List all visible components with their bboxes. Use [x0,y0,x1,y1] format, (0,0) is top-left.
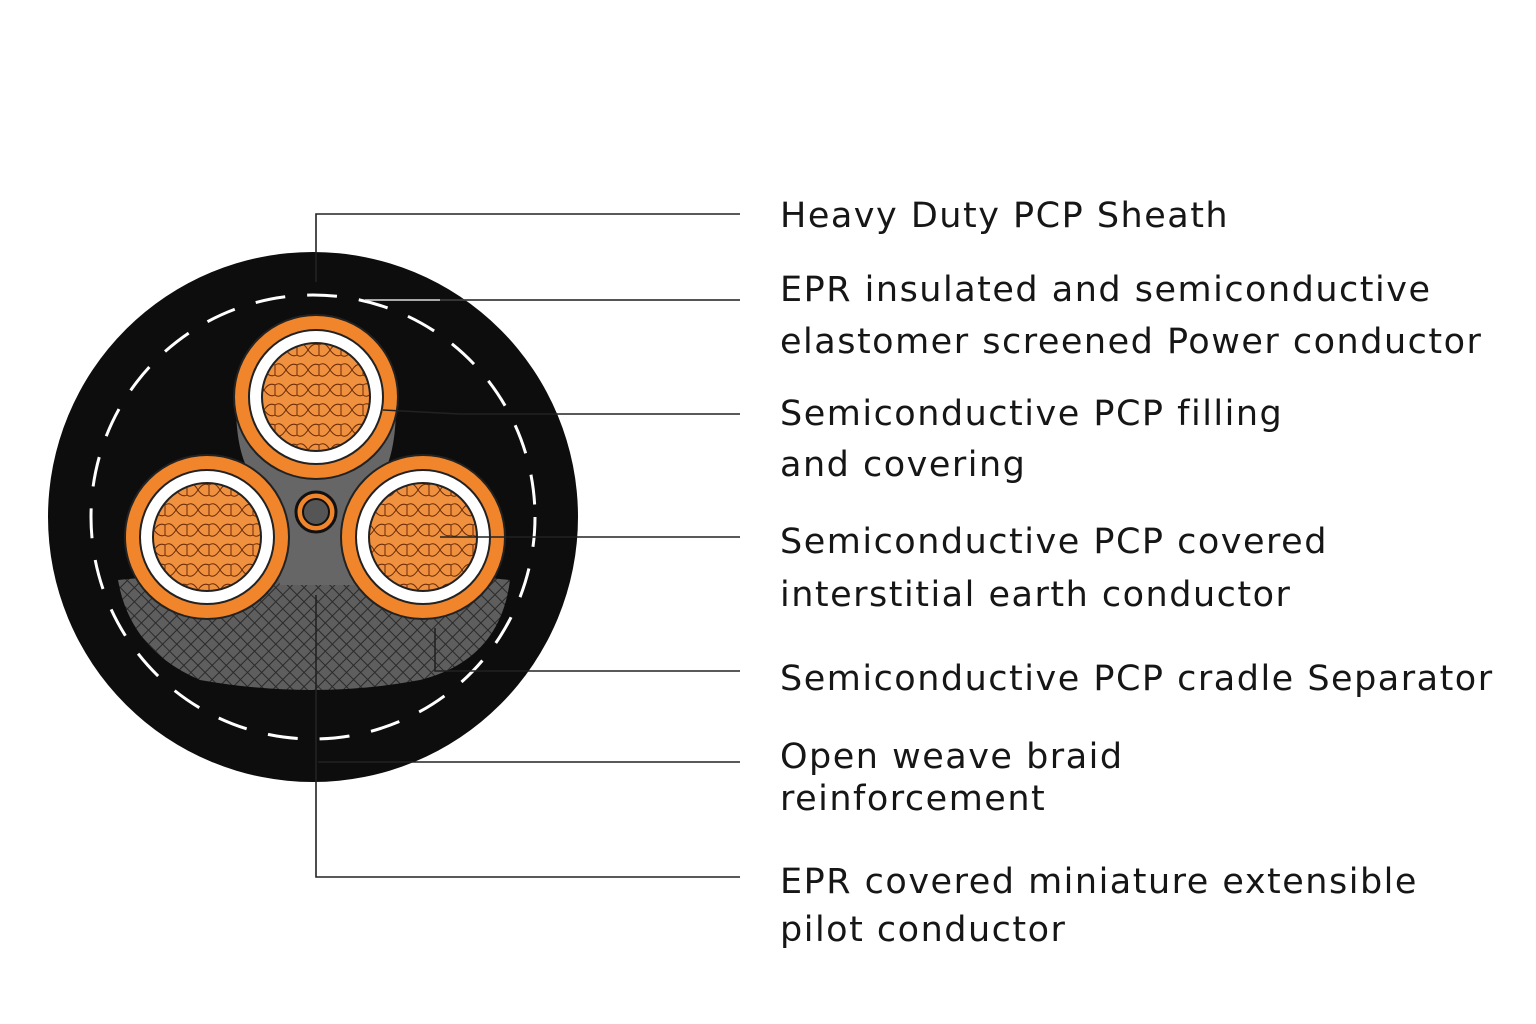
label-pilot-line2: pilot conductor [780,910,1066,950]
label-earth-line1: Semiconductive PCP covered [780,522,1328,562]
label-epr-line2: elastomer screened Power conductor [780,322,1482,362]
leader-pilot [315,595,740,878]
leader-lines [315,213,740,878]
label-earth-line2: interstitial earth conductor [780,575,1291,615]
leader-cradle [434,628,740,672]
power-conductor-right [340,454,506,620]
label-epr-line1: EPR insulated and semiconductive [780,270,1432,310]
pilot-conductor [294,490,338,534]
label-filling-line2: and covering [780,445,1026,485]
leader-sheath [315,213,740,282]
label-pilot-line1: EPR covered miniature extensible [780,862,1418,902]
leader-filling [382,409,740,415]
label-sheath: Heavy Duty PCP Sheath [780,196,1229,236]
label-braid-line1: Open weave braid [780,737,1124,777]
labels: Heavy Duty PCP Sheath EPR insulated and … [780,196,1494,950]
power-conductor-top [233,314,399,480]
label-filling-line1: Semiconductive PCP filling [780,394,1283,434]
label-braid-line2: reinforcement [780,779,1046,819]
label-cradle: Semiconductive PCP cradle Separator [780,659,1494,699]
dashed-sheath-boundary [89,293,537,741]
power-conductor-left [124,454,290,620]
